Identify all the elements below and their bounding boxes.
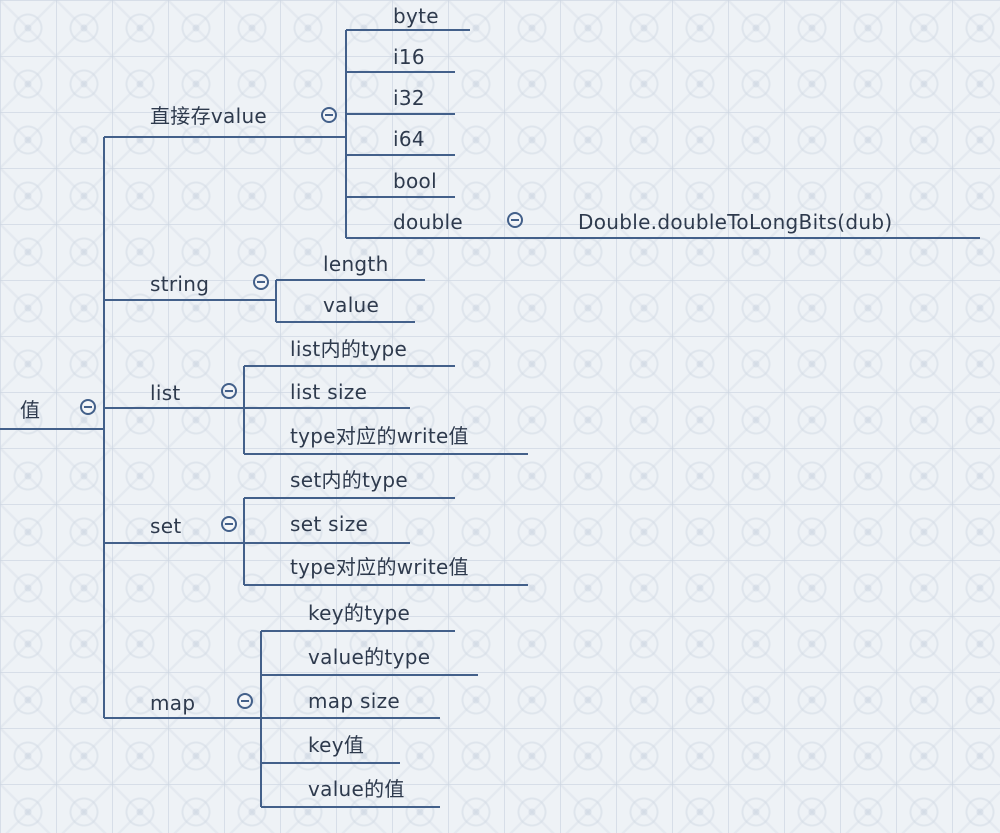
leaf-double-to-long-bits-label: Double.doubleToLongBits(dub) — [578, 210, 893, 234]
leaf-length-label: length — [323, 252, 389, 276]
branch-list-collapse-icon[interactable] — [221, 383, 237, 399]
leaf-bool-label: bool — [393, 169, 437, 193]
root-collapse-icon[interactable] — [80, 399, 96, 415]
branch-map-collapse-icon[interactable] — [237, 693, 253, 709]
root-node-label: 值 — [20, 398, 41, 422]
leaf-map-size-label: map size — [308, 689, 400, 713]
leaf-double-collapse-icon[interactable] — [507, 212, 523, 228]
leaf-value-type-label: value的type — [308, 645, 431, 669]
leaf-i32-label: i32 — [393, 86, 425, 110]
leaf-i64-label: i64 — [393, 127, 425, 151]
leaf-list-write-label: type对应的write值 — [290, 424, 469, 448]
leaf-value-value-label: value的值 — [308, 777, 405, 801]
leaf-key-type-label: key的type — [308, 601, 411, 625]
leaf-i16-label: i16 — [393, 45, 425, 69]
branch-string-collapse-icon[interactable] — [253, 274, 269, 290]
leaf-list-type-label: list内的type — [290, 337, 408, 361]
branch-direct-value-label: 直接存value — [150, 104, 268, 128]
branch-map-label: map — [150, 691, 196, 715]
branch-list-label: list — [150, 381, 181, 405]
branch-set-label: set — [150, 514, 182, 538]
leaf-byte-label: byte — [393, 4, 439, 28]
leaf-set-write-label: type对应的write值 — [290, 555, 469, 579]
leaf-key-value-label: key值 — [308, 733, 365, 757]
leaf-double-label: double — [393, 210, 463, 234]
leaf-set-size-label: set size — [290, 512, 369, 536]
leaf-set-type-label: set内的type — [290, 468, 408, 492]
leaf-list-size-label: list size — [290, 380, 368, 404]
branch-string-label: string — [150, 272, 210, 296]
branch-direct-value-collapse-icon[interactable] — [321, 107, 337, 123]
branch-set-collapse-icon[interactable] — [221, 516, 237, 532]
leaf-string-value-label: value — [323, 293, 380, 317]
